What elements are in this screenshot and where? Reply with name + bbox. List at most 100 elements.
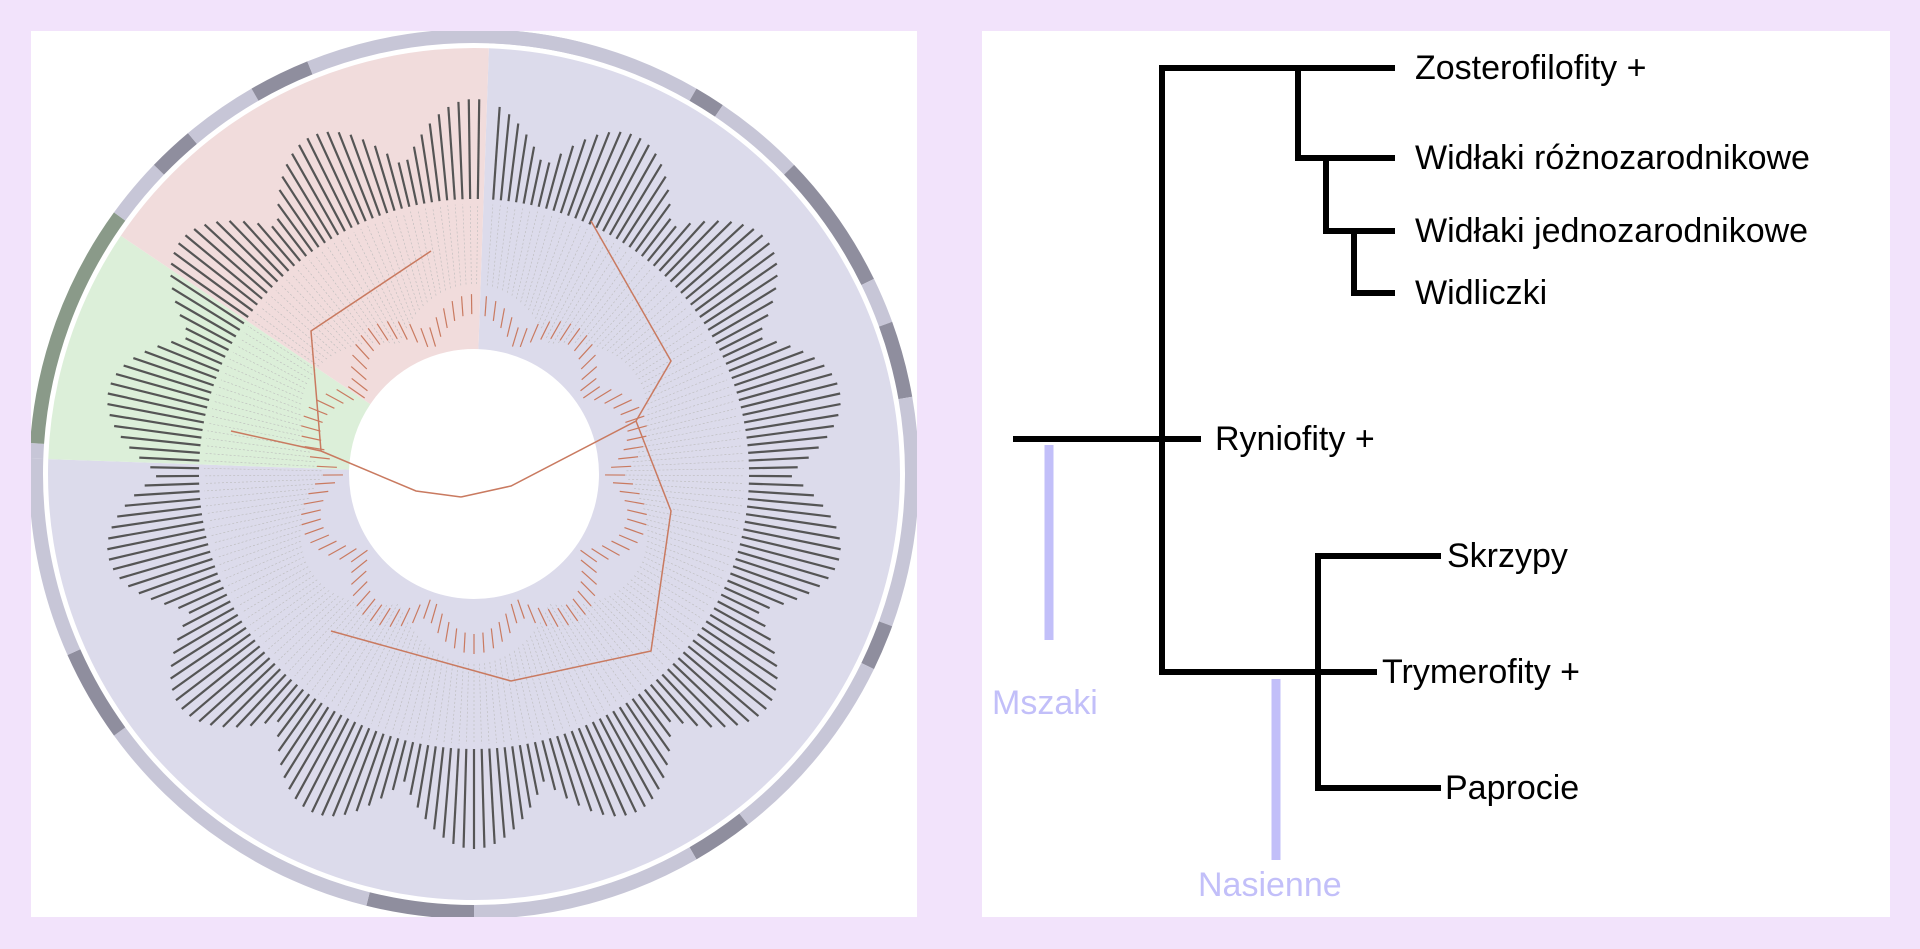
leaf-label-bar xyxy=(701,626,778,680)
leaf-label-bar xyxy=(743,528,841,551)
leaf-label-bar xyxy=(588,133,633,225)
leaf-label-bar xyxy=(608,153,657,236)
leaf-line xyxy=(645,365,722,400)
tree-twig xyxy=(356,590,371,607)
leaf-line xyxy=(646,524,734,551)
tree-twig xyxy=(540,321,551,340)
leaf-label-bar xyxy=(256,222,296,267)
tree-twig xyxy=(517,599,525,619)
circular-phylogenetic-tree-icon xyxy=(31,31,917,917)
leaf-line xyxy=(492,205,501,287)
leaf-line xyxy=(644,358,719,394)
leaf-line xyxy=(643,508,739,529)
leaf-label-bar xyxy=(424,746,437,820)
leaf-line xyxy=(585,269,651,345)
leaf-line xyxy=(542,617,591,718)
leaf-label-bar xyxy=(605,714,654,800)
leaf-label-bar xyxy=(703,274,778,325)
leaf-label-bar xyxy=(278,189,320,248)
leaf-line xyxy=(231,556,305,593)
leaf-line xyxy=(628,479,744,484)
circular-tree-panel xyxy=(31,31,917,917)
leaf-line xyxy=(560,605,624,700)
tree-twig xyxy=(604,393,623,404)
outer-ring xyxy=(31,31,917,917)
leaf-line xyxy=(238,566,309,606)
leaf-label-bar xyxy=(409,743,422,796)
leaf-label-bar xyxy=(705,620,778,668)
leaf-line xyxy=(531,220,567,315)
leaf-label-bar xyxy=(452,748,460,844)
tree-twig xyxy=(577,590,592,607)
leaf-label-bar xyxy=(442,747,453,838)
leaf-line xyxy=(462,204,467,285)
ring-segment xyxy=(861,621,893,670)
leaf-line xyxy=(306,604,371,686)
leaf-label-bar xyxy=(669,221,733,283)
leaf-label-bar xyxy=(567,134,599,216)
tree-twig xyxy=(304,445,325,451)
tree-twig xyxy=(611,540,630,551)
leaf-line xyxy=(469,204,472,285)
tree-twig xyxy=(460,296,464,317)
leaf-line xyxy=(530,635,564,730)
tree-twig xyxy=(557,607,569,626)
leaf-label-bar xyxy=(170,262,249,318)
leaf-line xyxy=(538,225,581,324)
leaf-label-bar xyxy=(595,137,642,229)
tree-twig xyxy=(559,323,572,341)
tree-twig xyxy=(547,608,559,628)
leaf-line xyxy=(628,319,696,367)
tree-twig xyxy=(550,321,562,340)
tree-twig xyxy=(611,465,632,468)
leaf-label-bar xyxy=(655,678,699,727)
leaf-label-bar xyxy=(433,747,445,830)
leaf-label-bar xyxy=(511,746,524,820)
leaf-line xyxy=(546,235,602,339)
leaf-label-bar xyxy=(406,159,418,206)
leaf-label-bar xyxy=(729,572,798,601)
leaf-line xyxy=(384,635,418,730)
leaf-line xyxy=(643,556,717,593)
tree-twig xyxy=(303,499,324,505)
leaf-line xyxy=(646,401,735,427)
leaf-label-bar xyxy=(696,633,777,691)
leaf-label-bar xyxy=(735,557,821,588)
leaf-label-bar xyxy=(447,106,456,200)
tree-twig xyxy=(367,328,381,345)
leaf-label-bar xyxy=(276,218,308,257)
leaf-label-bar xyxy=(631,698,671,752)
tree-twig xyxy=(350,570,367,585)
leaf-label-bar xyxy=(526,743,539,796)
leaf-label-bar xyxy=(150,572,219,601)
leaf-label-bar xyxy=(518,744,532,808)
leaf-label-bar xyxy=(111,513,203,529)
leaf-label-bar xyxy=(109,413,203,432)
tree-twig xyxy=(500,308,506,329)
leaf-line xyxy=(479,663,482,744)
leaf-label-bar xyxy=(556,735,581,806)
tree-twig xyxy=(511,327,519,347)
tree-twig xyxy=(510,603,518,624)
leaf-line xyxy=(206,498,309,514)
leaf-label-bar xyxy=(281,175,326,244)
leaf-label-bar xyxy=(288,710,336,790)
tree-twig xyxy=(624,499,645,505)
ring-segment xyxy=(784,164,874,286)
leaf-label-bar xyxy=(349,134,381,216)
leaf-label-bar xyxy=(643,688,672,723)
leaf-line xyxy=(377,631,415,727)
leaf-label-bar xyxy=(144,482,200,487)
leaf-line xyxy=(227,551,303,586)
leaf-label-bar xyxy=(715,314,769,345)
tree-twig xyxy=(451,301,456,322)
leaf-label-bar xyxy=(664,220,720,277)
leaf-label-bar xyxy=(640,218,672,257)
leaf-label-bar xyxy=(748,482,804,487)
leaf-line xyxy=(522,643,549,734)
ring-segment xyxy=(31,443,45,459)
leaf-line xyxy=(552,242,615,344)
leaf-label-bar xyxy=(108,520,204,540)
ring-segment xyxy=(715,105,795,175)
tree-branches xyxy=(230,220,672,682)
